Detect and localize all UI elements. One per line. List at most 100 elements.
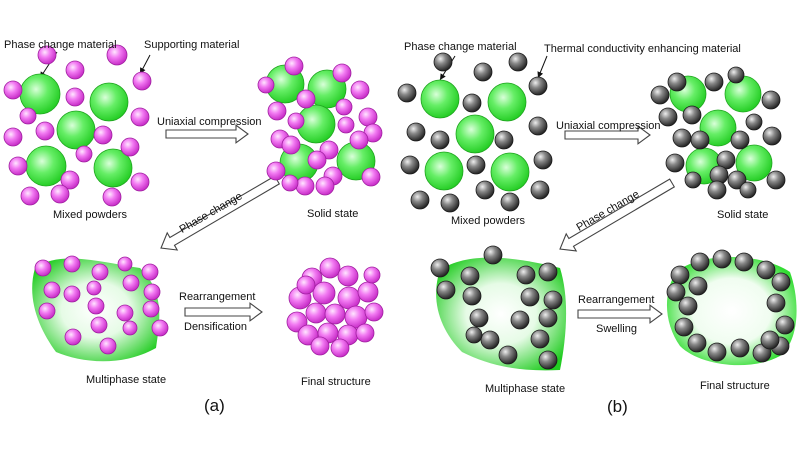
tc-particle: [483, 245, 503, 265]
tc-particle: [508, 52, 528, 72]
support-particle: [281, 135, 301, 155]
support-particle: [363, 266, 381, 284]
support-particle: [319, 257, 341, 279]
label-pcm-right: Phase change material: [404, 41, 517, 53]
support-particle: [337, 116, 355, 134]
tc-particle: [672, 128, 692, 148]
compression-arrow-right: [564, 125, 651, 145]
support-particle: [330, 338, 350, 358]
pointer-tc-head: [537, 71, 544, 78]
support-particle: [75, 145, 93, 163]
label-multiphase-state-right: Multiphase state: [485, 383, 566, 395]
tc-particle: [688, 276, 708, 296]
tc-particle: [436, 280, 456, 300]
support-particle: [355, 323, 375, 343]
label-final-structure-right: Final structure: [700, 380, 770, 392]
tc-particle: [500, 192, 520, 212]
tc-particle: [690, 252, 710, 272]
tc-particle: [538, 350, 558, 370]
tc-particle: [756, 260, 776, 280]
support-particle: [310, 336, 330, 356]
tc-particle: [528, 76, 548, 96]
tc-particle: [761, 90, 781, 110]
tc-particle: [684, 171, 702, 189]
tc-particle: [510, 310, 530, 330]
tc-particle: [538, 262, 558, 282]
tc-particle: [734, 252, 754, 272]
tc-particle: [665, 153, 685, 173]
support-particle: [142, 300, 160, 318]
tc-particle: [406, 122, 426, 142]
support-particle: [122, 274, 140, 292]
tc-particle: [727, 66, 745, 84]
support-particle: [65, 60, 85, 80]
support-particle: [3, 127, 23, 147]
tc-particle: [730, 130, 750, 150]
tc-particle: [766, 170, 786, 190]
support-particle: [284, 56, 304, 76]
support-particle: [90, 316, 108, 334]
label-densification: Densification: [184, 321, 247, 333]
support-particle: [151, 319, 169, 337]
tc-particle: [650, 85, 670, 105]
support-particle: [19, 107, 37, 125]
support-particle: [287, 112, 305, 130]
support-particle: [143, 283, 161, 301]
support-particle: [93, 125, 113, 145]
support-particle: [64, 328, 82, 346]
support-particle: [3, 80, 23, 100]
support-particle: [130, 172, 150, 192]
pcm-particle: [56, 110, 96, 150]
pcm-particle: [735, 144, 773, 182]
tc-particle: [466, 155, 486, 175]
rearrangement-arrow-left: [184, 302, 263, 322]
support-particle: [281, 174, 299, 192]
support-particle: [337, 265, 359, 287]
label-multiphase-state-left: Multiphase state: [86, 374, 167, 386]
label-uniaxial-compression-left: Uniaxial compression: [157, 116, 262, 128]
tc-particle: [674, 317, 694, 337]
support-particle: [296, 275, 316, 295]
tc-particle: [678, 296, 698, 316]
tc-particle: [730, 338, 750, 358]
label-uniaxial-compression-right: Uniaxial compression: [556, 120, 661, 132]
support-particle: [364, 302, 384, 322]
support-particle: [43, 281, 61, 299]
tc-particle: [543, 290, 563, 310]
tc-particle: [516, 265, 536, 285]
support-particle: [257, 76, 275, 94]
tc-particle: [775, 315, 795, 335]
tc-particle: [760, 330, 780, 350]
support-particle: [324, 303, 346, 325]
pcm-particle: [699, 109, 737, 147]
support-particle: [307, 150, 327, 170]
tc-particle: [475, 180, 495, 200]
tc-particle: [528, 116, 548, 136]
pcm-particle: [89, 82, 129, 122]
pcm-particle: [424, 151, 464, 191]
tc-particle: [739, 181, 757, 199]
label-solid-state-right: Solid state: [717, 209, 769, 221]
support-particle: [87, 297, 105, 315]
tc-particle: [707, 342, 727, 362]
support-particle: [312, 281, 336, 305]
support-particle: [35, 121, 55, 141]
tc-particle: [771, 272, 791, 292]
caption-a: (a): [204, 396, 225, 415]
label-rearrangement-left: Rearrangement: [179, 291, 256, 303]
support-particle: [130, 107, 150, 127]
support-particle: [349, 130, 369, 150]
tc-particle: [690, 130, 710, 150]
support-particle: [116, 304, 134, 322]
tc-particle: [433, 52, 453, 72]
label-thermal-conductivity-material: Thermal conductivity enhancing material: [544, 43, 741, 55]
pcm-particle: [25, 145, 67, 187]
tc-particle: [530, 329, 550, 349]
tc-particle: [462, 286, 482, 306]
tc-particle: [520, 287, 540, 307]
support-particle: [132, 71, 152, 91]
pcm-particle: [490, 152, 530, 192]
support-particle: [305, 302, 327, 324]
